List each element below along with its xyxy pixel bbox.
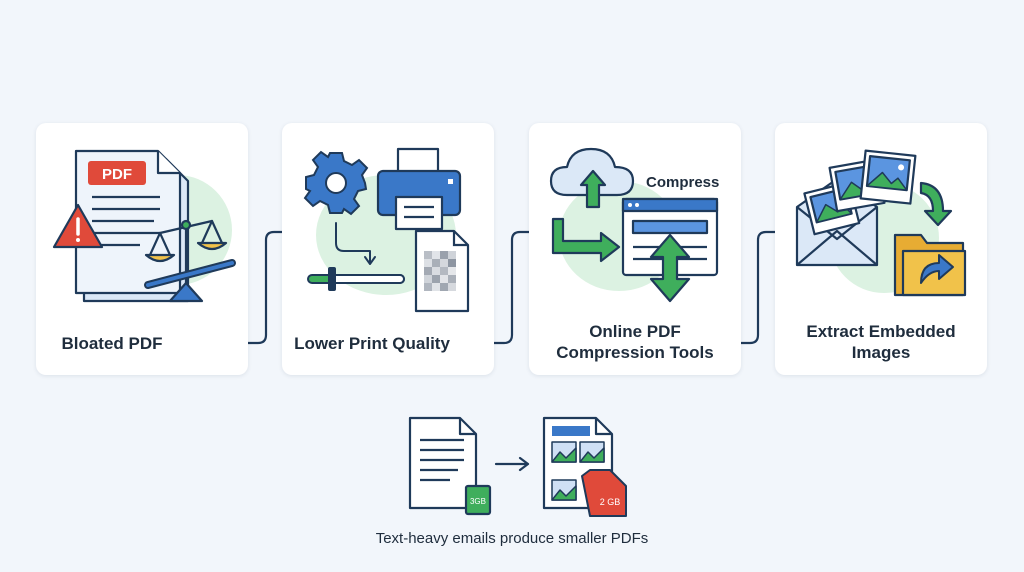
arrow-right-icon [494, 456, 530, 472]
image-document-icon [542, 416, 627, 517]
return-arrow-icon [551, 217, 621, 263]
step-card-lower-print-quality[interactable]: Lower Print Quality [282, 123, 494, 375]
comparison-caption: Text-heavy emails produce smaller PDFs [375, 530, 649, 547]
step-label-line-1: Online PDF [589, 322, 681, 341]
balance-scale-icon [144, 219, 236, 303]
pdf-badge-text: PDF [102, 166, 132, 183]
cloud-upload-icon [549, 147, 635, 209]
step-label-line-1: Extract Embedded [806, 322, 956, 341]
right-size-badge: 2 GB [600, 497, 621, 507]
left-size-badge: 3GB [470, 497, 486, 506]
step-card-online-compression-tools[interactable]: Compress Online PDF Compression Tools [529, 123, 741, 375]
compress-badge-text: Compress [646, 174, 719, 191]
pixelated-document-icon [414, 229, 470, 313]
step-label-line-2: Images [851, 343, 911, 362]
curved-down-arrow-icon [919, 181, 953, 227]
warning-icon [52, 203, 104, 249]
folder-share-icon [893, 233, 967, 297]
step-label-line-2: Compression Tools [556, 343, 714, 362]
step-label: Bloated PDF [61, 334, 163, 353]
photo-stack-icon [803, 149, 917, 236]
flow-down-arrow-icon [335, 222, 376, 265]
step-label: Lower Print Quality [294, 334, 450, 353]
step-card-bloated-pdf[interactable]: PDF Bloated PDF [36, 123, 248, 375]
compress-arrows-icon [649, 233, 691, 303]
text-document-icon [408, 416, 492, 516]
slider-icon[interactable] [307, 267, 405, 291]
printer-icon [376, 147, 462, 231]
step-card-extract-embedded-images[interactable]: Extract Embedded Images [775, 123, 987, 375]
gear-icon [303, 150, 369, 216]
